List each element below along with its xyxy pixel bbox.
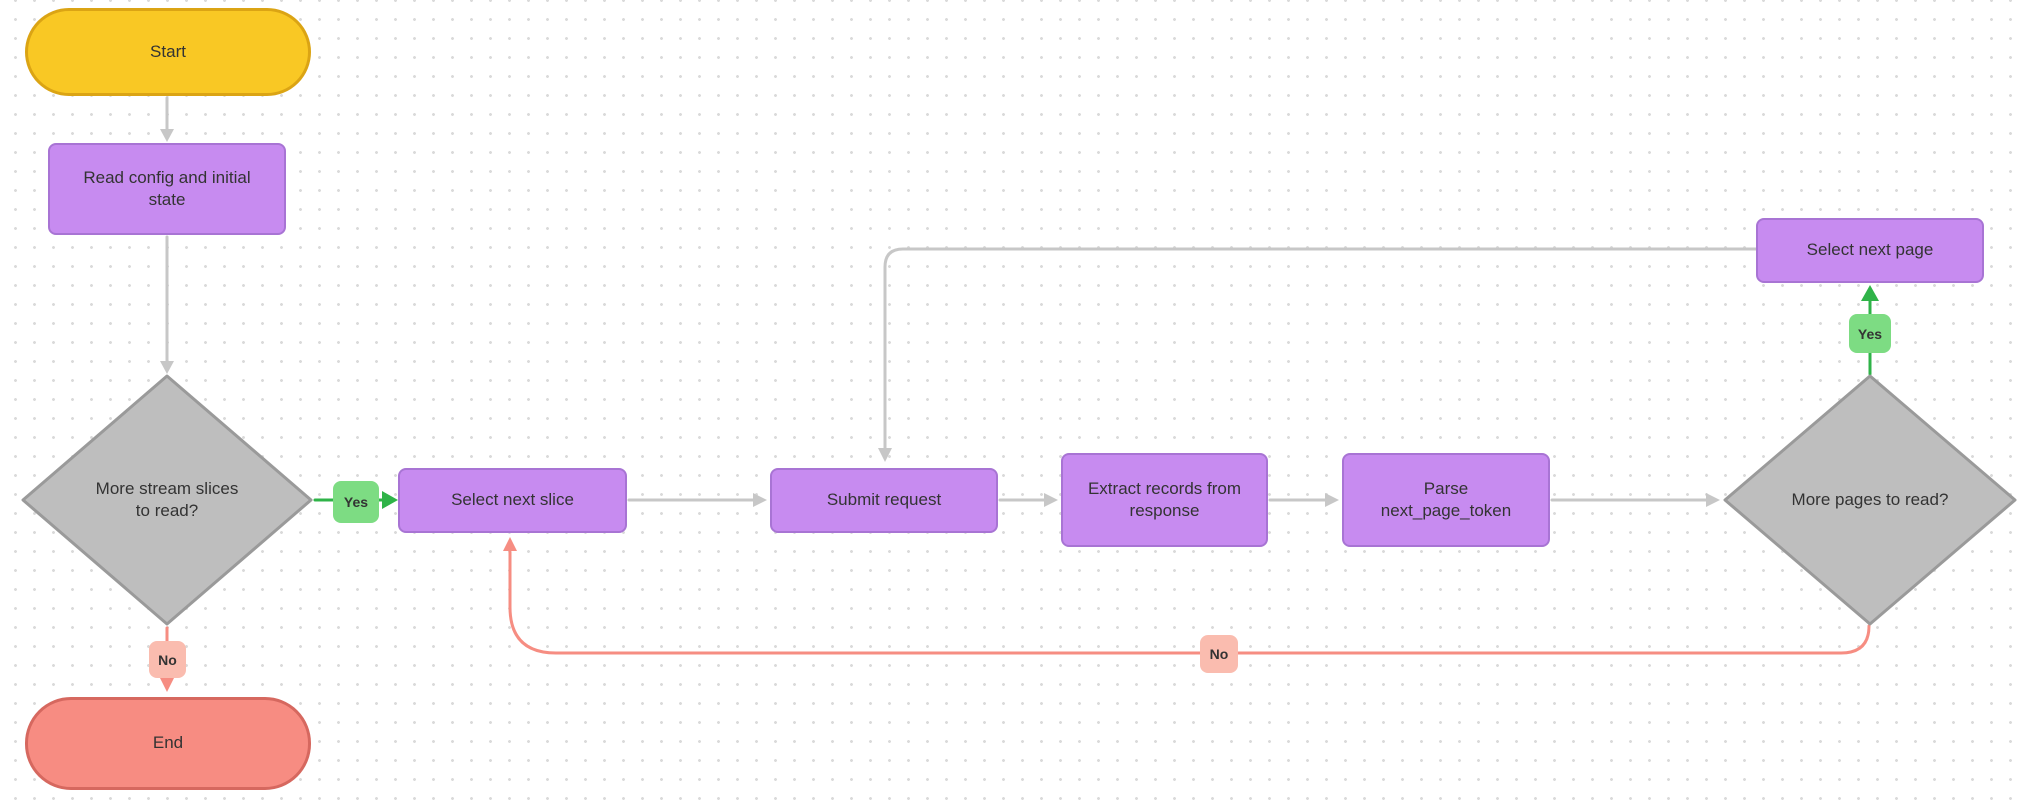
edge-submit-request-to-extract-records bbox=[998, 493, 1058, 507]
edge-label-yes-pages[interactable]: Yes bbox=[1849, 314, 1891, 353]
node-select-next-slice[interactable]: Select next slice bbox=[398, 468, 627, 533]
edge-more-pages-no-to-select-next-slice bbox=[503, 537, 1871, 655]
node-select-next-page[interactable]: Select next page bbox=[1756, 218, 1984, 283]
node-more-stream-slices[interactable]: More stream slices to read? bbox=[21, 374, 313, 626]
node-end[interactable]: End bbox=[25, 697, 311, 790]
edge-extract-records-to-parse-token bbox=[1268, 493, 1339, 507]
edge-label-yes-pages-text: Yes bbox=[1857, 325, 1883, 342]
edge-label-yes-slices-text: Yes bbox=[343, 494, 369, 510]
diamond-shape bbox=[21, 374, 313, 626]
edge-label-no-slices-text: No bbox=[158, 651, 177, 668]
node-extract-records[interactable]: Extract records from response bbox=[1061, 453, 1268, 547]
node-more-pages-label: More pages to read? bbox=[1791, 489, 1949, 509]
node-more-pages[interactable]: More pages to read? bbox=[1723, 374, 2017, 626]
node-extract-records-label: Extract records from response bbox=[1087, 478, 1242, 520]
node-submit-request[interactable]: Submit request bbox=[770, 468, 998, 533]
node-select-next-page-label: Select next page bbox=[1806, 240, 1934, 260]
edge-more-slices-yes-to-select-next-slice bbox=[313, 491, 398, 509]
edge-label-yes-slices[interactable]: Yes bbox=[333, 481, 379, 523]
edge-label-no-pages-text: No bbox=[1209, 646, 1229, 662]
node-read-config[interactable]: Read config and initial state bbox=[48, 143, 286, 235]
diamond-shape bbox=[1723, 374, 2017, 626]
node-select-next-slice-label: Select next slice bbox=[451, 490, 574, 510]
edge-start-to-read-config bbox=[160, 96, 174, 142]
node-end-label: End bbox=[152, 733, 184, 753]
node-submit-request-label: Submit request bbox=[826, 490, 942, 510]
edge-parse-token-to-more-pages bbox=[1550, 493, 1720, 507]
node-more-stream-slices-label: More stream slices to read? bbox=[95, 478, 239, 520]
node-start[interactable]: Start bbox=[25, 8, 311, 96]
node-start-label: Start bbox=[150, 41, 186, 61]
edge-select-next-slice-to-submit-request bbox=[627, 493, 767, 507]
node-parse-next-page-token-label: Parse next_page_token bbox=[1380, 478, 1512, 520]
node-read-config-label: Read config and initial state bbox=[83, 167, 251, 209]
edge-select-next-page-to-submit-request bbox=[878, 247, 1758, 462]
edge-more-pages-yes-to-select-next-page bbox=[1861, 285, 1879, 376]
edge-label-no-slices[interactable]: No bbox=[149, 641, 186, 678]
edge-read-config-to-more-slices bbox=[160, 235, 174, 374]
node-parse-next-page-token[interactable]: Parse next_page_token bbox=[1342, 453, 1550, 547]
edge-label-no-pages[interactable]: No bbox=[1200, 635, 1238, 673]
